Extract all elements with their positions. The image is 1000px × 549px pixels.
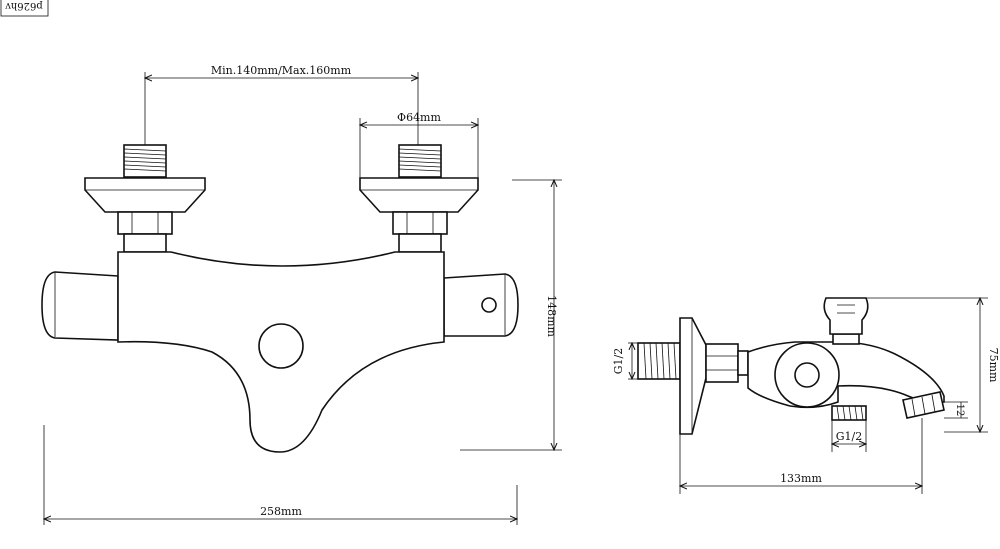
left-handle — [41, 271, 119, 341]
right-inlet-thread — [398, 144, 442, 178]
spacing-dimension-label: Min.140mm/Max.160mm — [211, 64, 352, 77]
spout-offset-label: 12 — [954, 404, 965, 417]
left-flange — [84, 177, 206, 213]
side-view: G1/2 G1/2 75mm 12 133mm — [612, 298, 1000, 494]
side-inlet-thread-label: G1/2 — [612, 348, 625, 375]
stamp-text: p626hv — [5, 0, 43, 11]
side-nut — [705, 343, 739, 383]
right-nut — [392, 211, 448, 253]
outlet-thread-label: G1/2 — [836, 430, 863, 443]
diverter-knob — [823, 297, 869, 345]
flange-diameter-label: Φ64mm — [397, 111, 441, 124]
left-nut — [117, 211, 173, 253]
side-knob-center — [794, 362, 820, 388]
outlet-circle — [258, 323, 304, 369]
side-height-label: 75mm — [987, 348, 1000, 383]
stamp-box: p626hv — [0, 0, 49, 17]
depth-dimension-label: 133mm — [780, 472, 822, 485]
width-dimension-label: 258mm — [260, 505, 302, 518]
right-flange — [359, 177, 479, 213]
bottom-outlet-thread — [831, 405, 867, 421]
right-handle — [443, 273, 519, 337]
handle-indicator — [481, 297, 497, 313]
height-dimension-label: 148mm — [545, 295, 558, 337]
side-flange — [679, 317, 707, 435]
front-view: Min.140mm/Max.160mm Φ64mm 148mm 258mm — [41, 64, 562, 525]
left-inlet-thread — [123, 144, 167, 178]
side-inlet-thread — [637, 342, 681, 380]
